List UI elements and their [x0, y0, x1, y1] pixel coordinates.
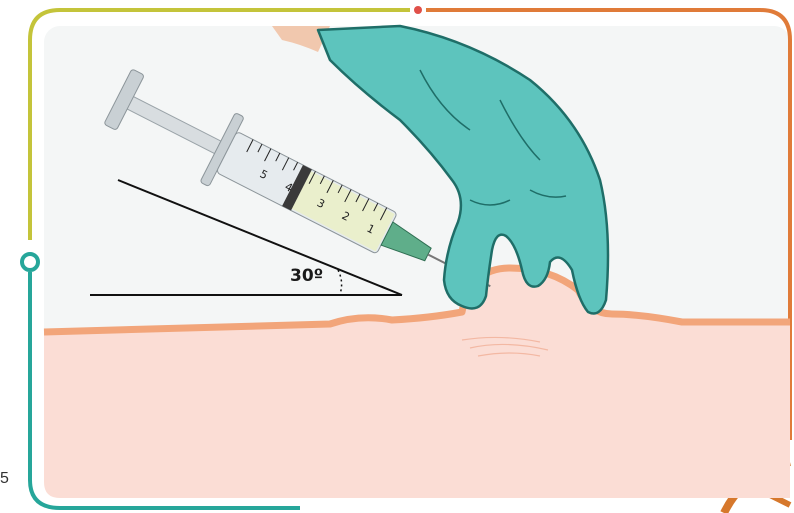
page-number-fragment: 5 [0, 470, 9, 488]
frame-node [22, 254, 38, 270]
angle-label: 30º [290, 266, 323, 286]
frame-dot [414, 6, 422, 14]
